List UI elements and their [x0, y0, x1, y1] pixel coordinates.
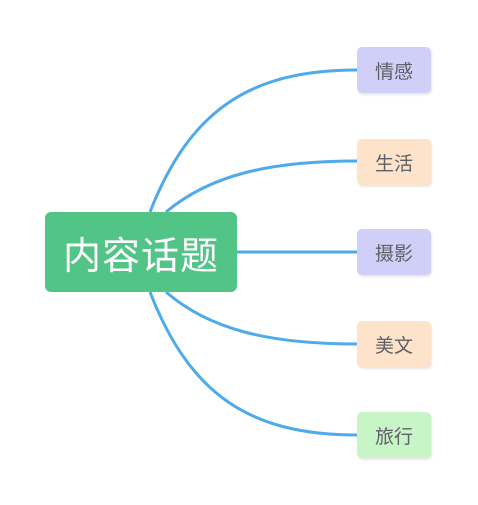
topic-node-sheying[interactable]: 摄影	[357, 229, 431, 275]
connector-to-shenghuo	[165, 159, 358, 214]
topic-node-shenghuo[interactable]: 生活	[357, 139, 431, 185]
connector-to-qinggan	[148, 68, 358, 213]
topic-node-qinggan[interactable]: 情感	[357, 47, 431, 93]
connector-to-meiwen	[165, 290, 358, 346]
connector-to-lvxing	[148, 291, 358, 437]
topic-node-lvxing[interactable]: 旅行	[357, 412, 431, 458]
root-topic-node[interactable]: 内容话题	[45, 212, 237, 292]
topic-node-meiwen[interactable]: 美文	[357, 321, 431, 367]
